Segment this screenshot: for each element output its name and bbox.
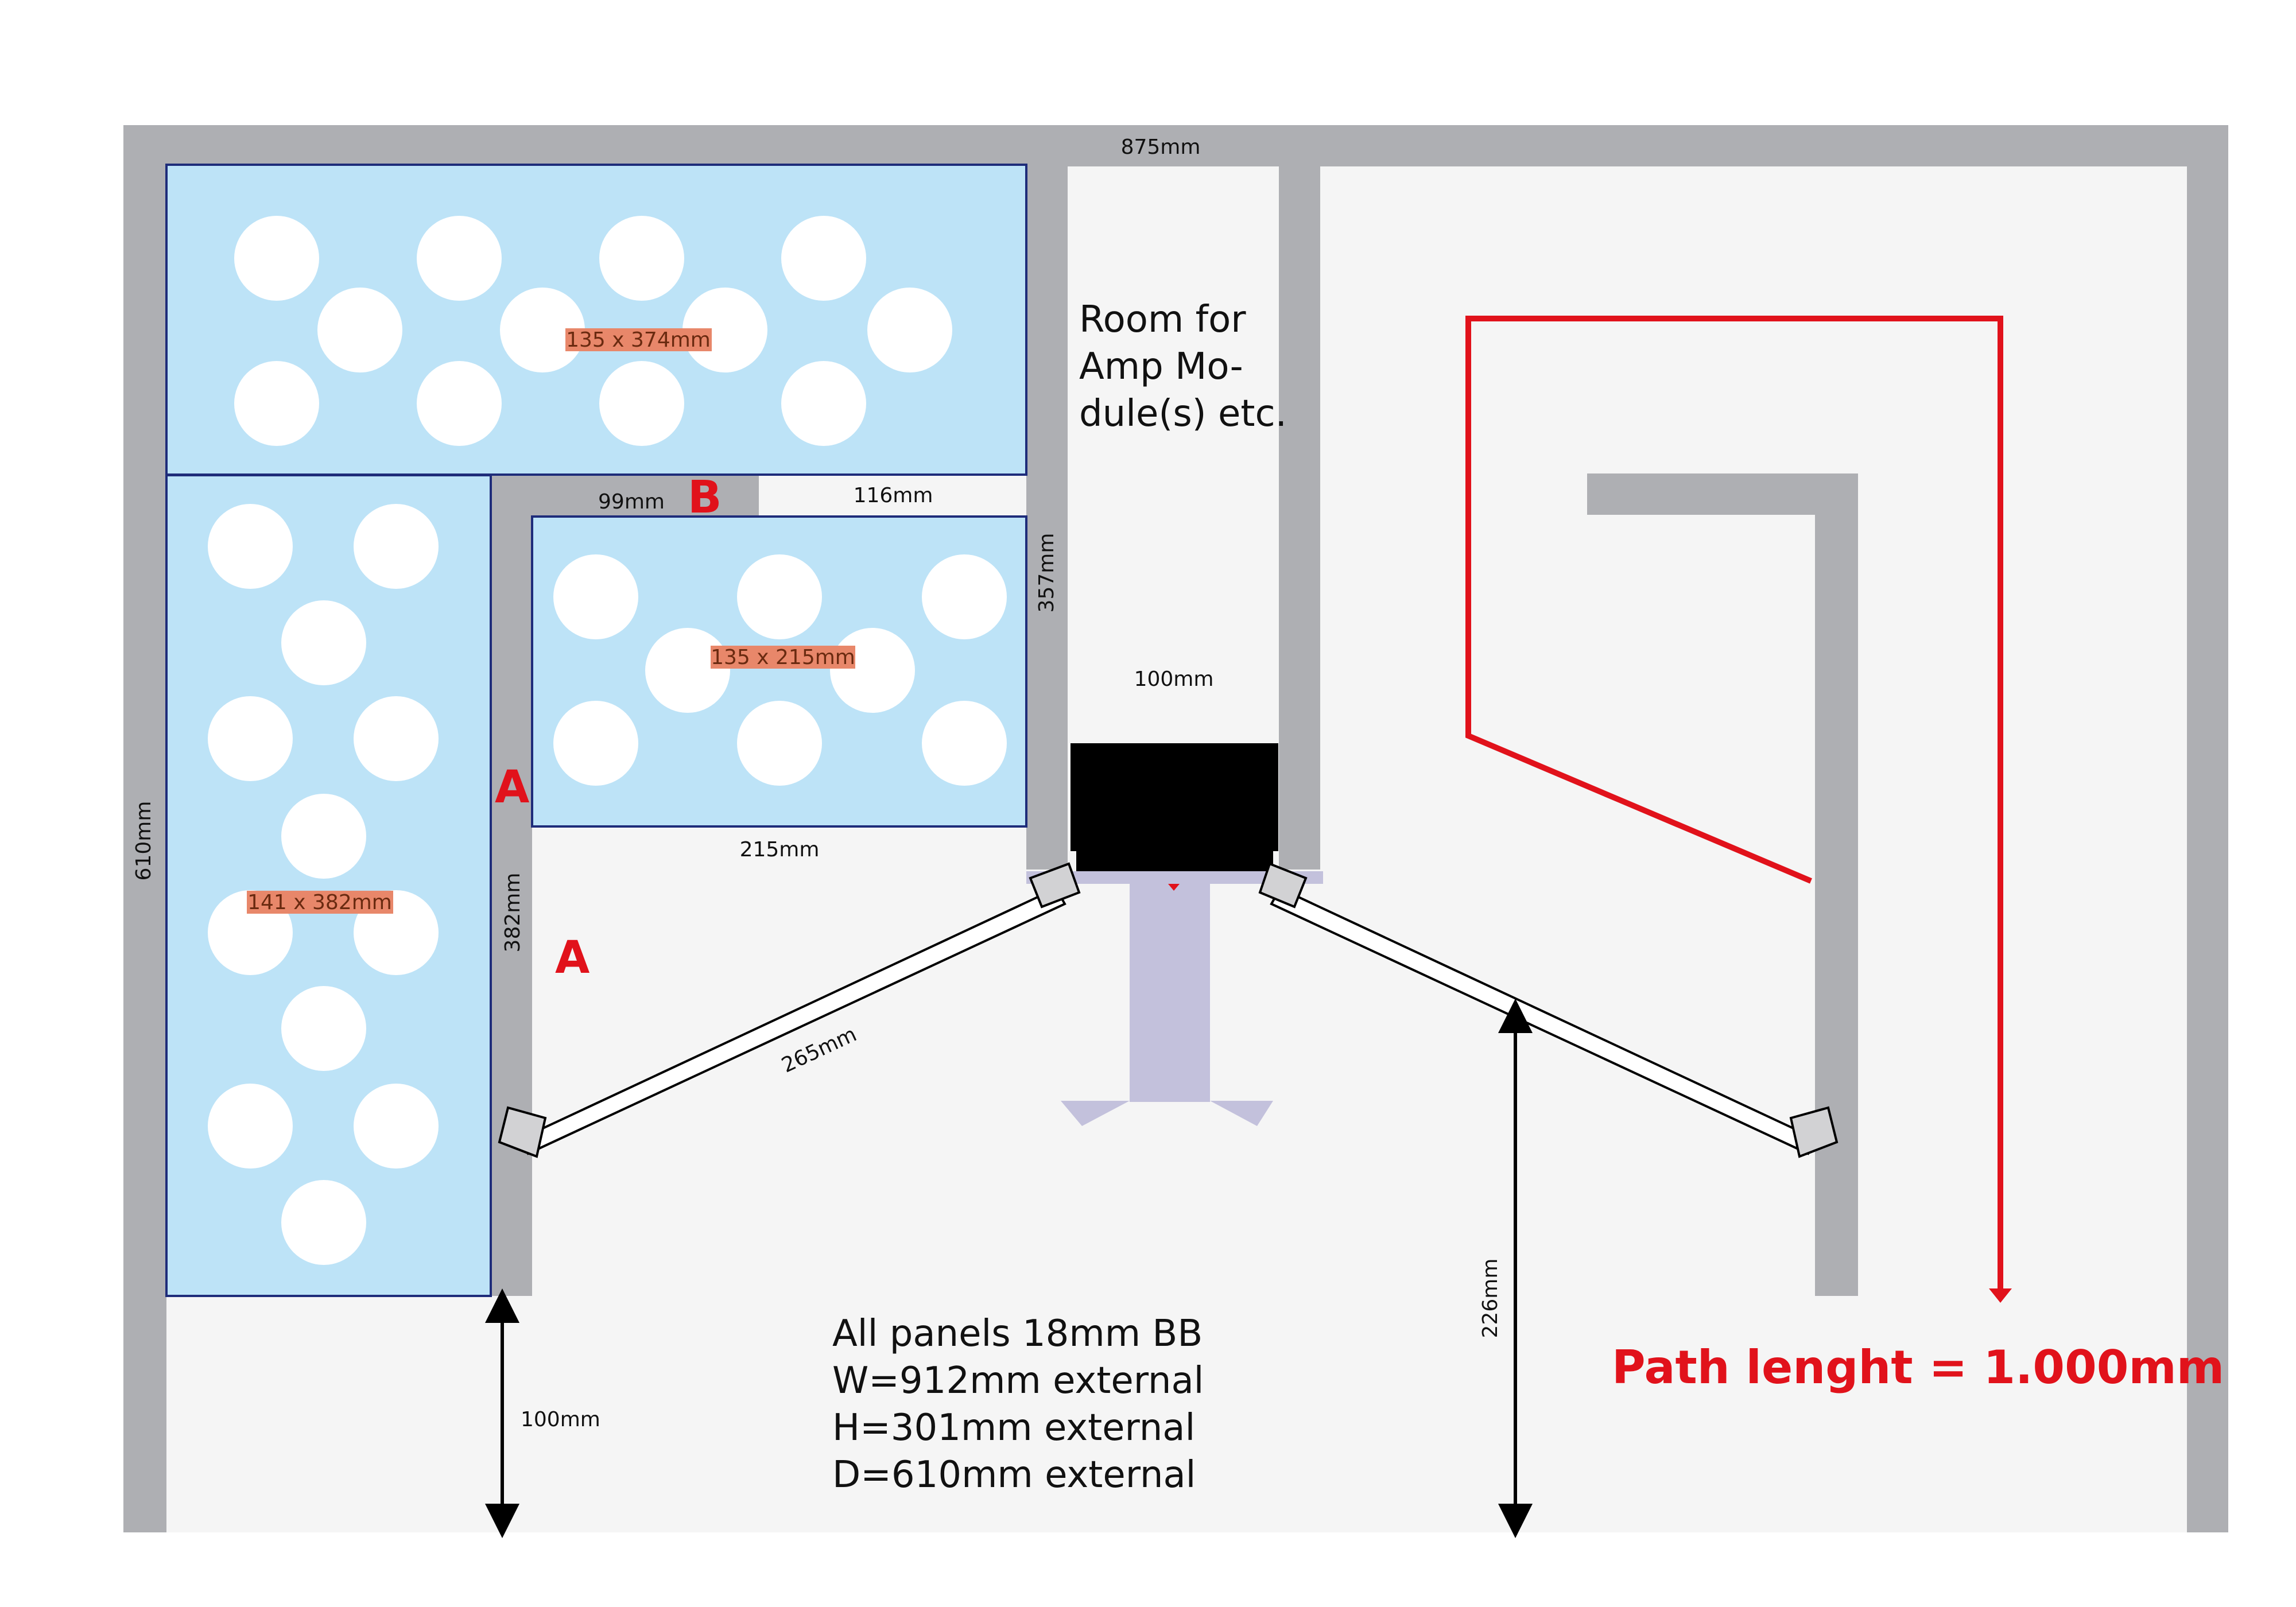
reflector-right-bracket-top: [1258, 862, 1308, 909]
right-wall: [2187, 125, 2228, 1532]
stand-foot-right: [1210, 1101, 1273, 1126]
amp-room-line-1: Room for: [1079, 298, 1246, 341]
amp-room-line-2: Amp Mo-: [1079, 346, 1243, 388]
divider-wall-382: [491, 475, 532, 1296]
amp-bay-left-wall: [1026, 166, 1068, 870]
dim-99-label: 99mm: [598, 490, 665, 514]
hole: [599, 361, 684, 446]
top-panel-size-tag: 135 x 374mm: [566, 328, 711, 352]
hole: [737, 701, 822, 786]
hole: [234, 361, 319, 446]
path-arrow-head: [1989, 1288, 2012, 1303]
dimension-arrows: [485, 999, 1533, 1538]
spec-line-2: W=912mm external: [832, 1360, 1204, 1402]
hole: [500, 288, 585, 372]
hole: [354, 504, 439, 589]
tag-bg: [711, 646, 855, 669]
hole: [208, 696, 293, 781]
stand-column: [1130, 884, 1210, 1102]
top-wall: [123, 125, 2187, 166]
angled-reflectors: [498, 862, 1839, 1158]
tag-bg: [565, 328, 712, 351]
hole: [922, 701, 1007, 786]
marker-b: B: [688, 472, 722, 523]
left-panel-size-tag: 141 x 382mm: [247, 891, 392, 914]
hole: [645, 628, 730, 713]
left-wall: [123, 125, 166, 1532]
hole: [281, 600, 366, 685]
hole: [417, 216, 502, 301]
absorber-holes: [208, 216, 1007, 1265]
overall-width-label: 875mm: [1121, 135, 1201, 159]
outer-walls: [123, 125, 2228, 1532]
spec-line-4: D=610mm external: [832, 1454, 1196, 1496]
hole: [281, 986, 366, 1071]
dim-226-label: 226mm: [1479, 1259, 1502, 1338]
reflector-left-bracket-top: [1029, 862, 1081, 909]
hole: [234, 216, 319, 301]
hole: [553, 701, 638, 786]
dim-357-label: 357mm: [1035, 533, 1058, 613]
hole: [208, 504, 293, 589]
dim-100-port-label: 100mm: [1134, 667, 1214, 691]
annotations: Room for Amp Mo- dule(s) etc. All panels…: [832, 298, 2224, 1496]
hole: [281, 1180, 366, 1265]
amp-room-line-3: dule(s) etc.: [1079, 393, 1287, 435]
marker-a-upper: A: [495, 762, 529, 813]
internal-walls: [491, 166, 1858, 1296]
dim-215-label: 215mm: [740, 838, 820, 861]
tag-bg: [247, 891, 393, 914]
fold-wall-vertical: [1815, 473, 1858, 1296]
fold-wall-horizontal: [1587, 473, 1857, 515]
overall-depth-label: 610mm: [132, 801, 156, 881]
amp-bay-right-wall: [1279, 166, 1320, 870]
hole: [922, 554, 1007, 639]
spec-line-3: H=301mm external: [832, 1407, 1195, 1449]
hole: [281, 794, 366, 879]
hole: [417, 361, 502, 446]
baffle-bar: [1026, 871, 1323, 884]
dim-100-bottom-label: 100mm: [521, 1408, 600, 1431]
hole: [208, 1084, 293, 1169]
hole: [317, 288, 402, 372]
driver-basket: [1076, 848, 1273, 871]
marker-a-lower: A: [555, 932, 589, 984]
hole: [830, 628, 915, 713]
divider-wall-99: [532, 475, 759, 517]
absorber-left: [165, 474, 492, 1297]
stand-foot-left: [1061, 1101, 1130, 1126]
hole: [737, 554, 822, 639]
hole: [553, 554, 638, 639]
spec-line-1: All panels 18mm BB: [832, 1313, 1203, 1355]
dim-116-label: 116mm: [854, 484, 933, 507]
panel-markers: A A B: [495, 472, 722, 984]
path-length-title: Path lenght = 1.000mm: [1612, 1341, 2224, 1394]
center-marker: [1168, 884, 1180, 891]
reflector-left-bracket-bottom: [498, 1106, 547, 1158]
hole: [781, 361, 866, 446]
panel-tags: 135 x 374mm 141 x 382mm 135 x 215mm: [247, 328, 855, 914]
hole: [354, 1084, 439, 1169]
mid-panel-size-tag: 135 x 215mm: [711, 646, 855, 669]
dim-382-label: 382mm: [501, 873, 525, 953]
path-length-route: [1465, 316, 2012, 1303]
path-route-line: [1465, 316, 2003, 1294]
hole: [781, 216, 866, 301]
reflector-right-bracket-bottom: [1789, 1106, 1839, 1158]
hole: [354, 696, 439, 781]
hole: [867, 288, 952, 372]
driver-body: [1071, 743, 1278, 851]
driver-assembly: [1026, 743, 1323, 1126]
hole: [599, 216, 684, 301]
